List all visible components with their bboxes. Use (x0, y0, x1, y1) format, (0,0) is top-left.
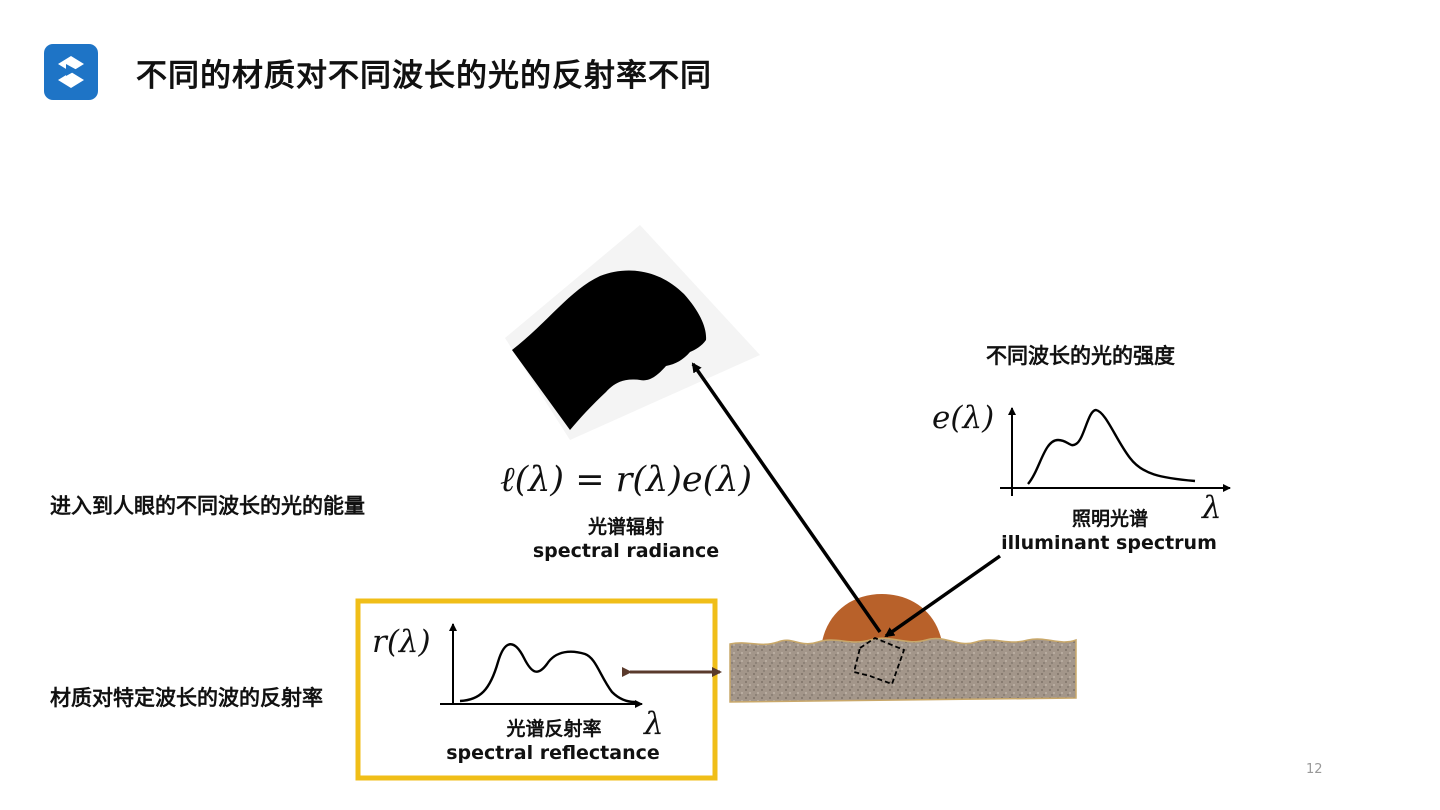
radiance-zh-label: 光谱辐射 (587, 516, 664, 538)
logo-s-icon (58, 56, 84, 88)
reflectance-y-axis-label: r(λ) (372, 624, 431, 660)
company-logo (44, 44, 98, 100)
head-silhouette (505, 225, 760, 440)
reflectance-zh-label: 光谱反射率 (506, 718, 602, 740)
material-surface (729, 637, 1077, 703)
illuminant-y-axis-label: e(λ) (932, 400, 995, 436)
page-number: 12 (1306, 762, 1323, 777)
illuminant-zh-label: 照明光谱 (1071, 508, 1148, 530)
reflectance-en-label: spectral reflectance (446, 742, 660, 764)
subsurface-scatter-outline (852, 636, 906, 686)
illuminant-x-axis-label: λ (1202, 490, 1222, 526)
reflected-light-arrow (691, 362, 882, 634)
radiance-en-label: spectral radiance (532, 540, 720, 562)
reflectance-curve (459, 643, 636, 704)
reflectance-highlight-box (355, 598, 718, 781)
material-reflectance-label: 材质对特定波长的波的反射率 (50, 686, 323, 710)
illuminant-plot (1000, 407, 1231, 496)
radiance-formula: ℓ(λ) = r(λ)e(λ) (500, 460, 753, 500)
reflectance-plot (440, 623, 643, 708)
illuminant-curve (1027, 408, 1196, 485)
illuminant-en-label: illuminant spectrum (1001, 532, 1217, 554)
light-intensity-label: 不同波长的光的强度 (986, 344, 1175, 368)
slide-title: 不同的材质对不同波长的光的反射率不同 (136, 58, 712, 94)
eye-energy-label: 进入到人眼的不同波长的光的能量 (50, 494, 365, 518)
material-bump (822, 594, 942, 642)
incident-light-arrow (884, 554, 1002, 638)
reflectance-x-axis-label: λ (644, 706, 664, 742)
